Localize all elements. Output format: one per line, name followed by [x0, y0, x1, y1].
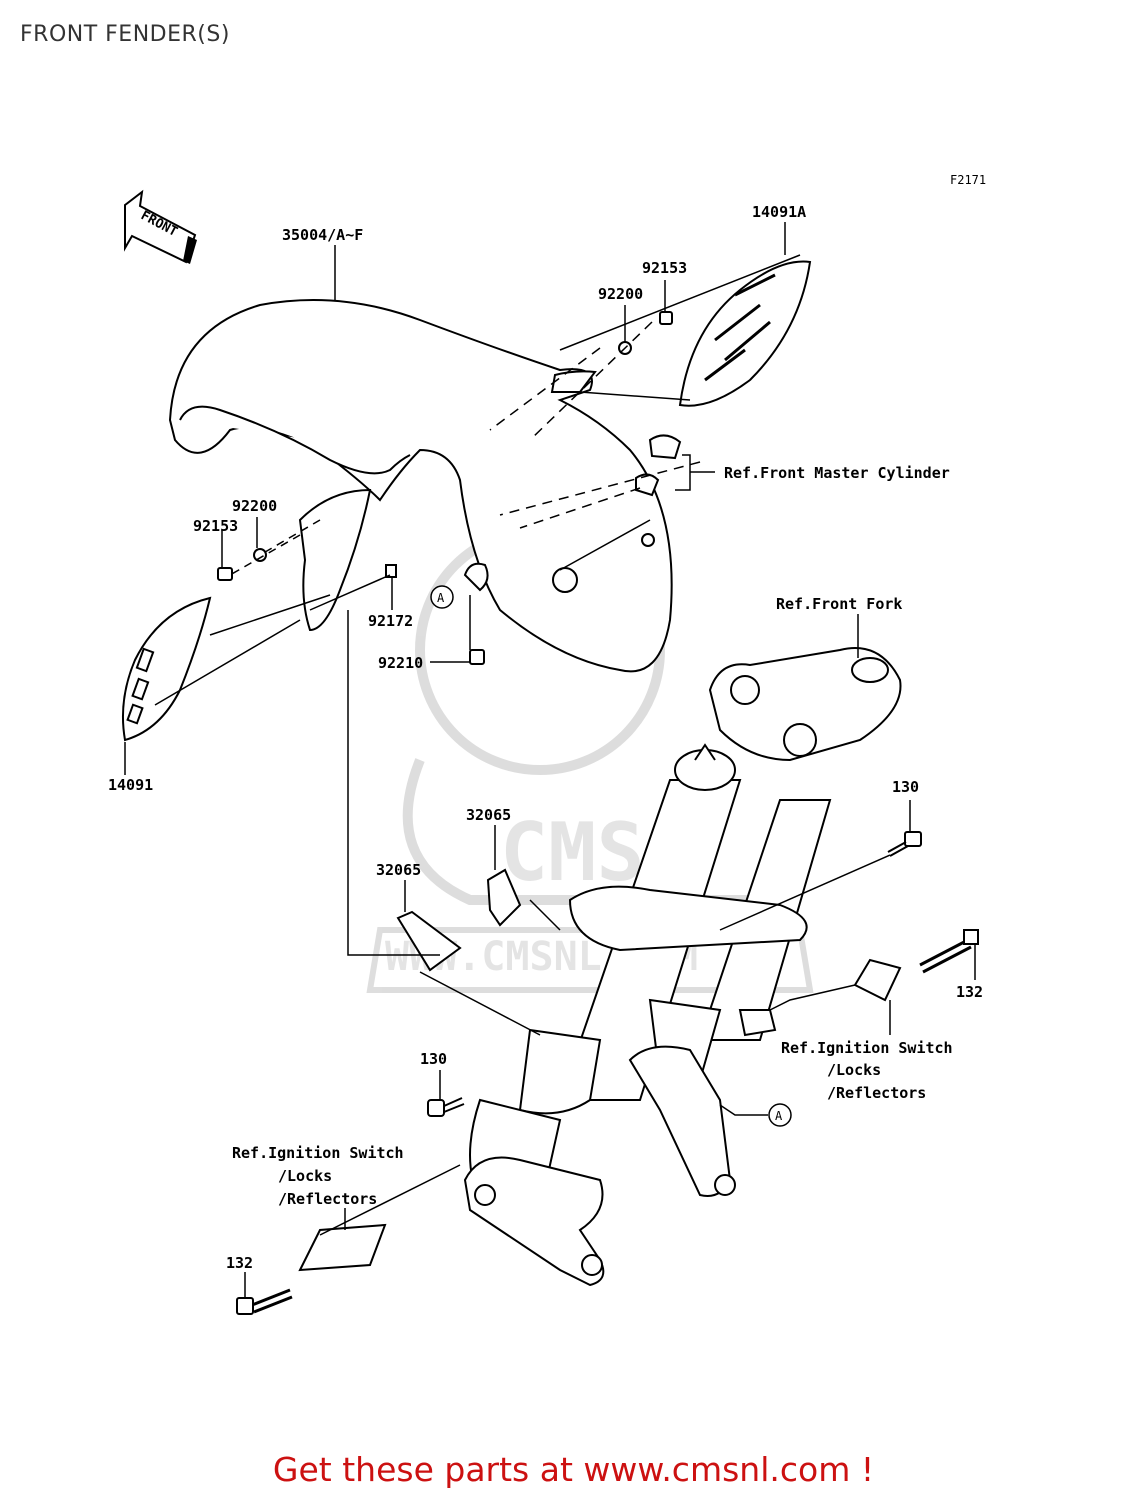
ref-label-ignition-left-1: Ref.Ignition Switch: [232, 1144, 404, 1162]
part-label-132-right: 132: [956, 983, 983, 1001]
part-label-35004: 35004/A~F: [282, 226, 363, 244]
callout-a-right: A: [768, 1103, 792, 1127]
front-direction-arrow: [124, 189, 197, 264]
front-fender: [168, 299, 673, 673]
part-label-92153-left: 92153: [193, 517, 238, 535]
leader-lines: [124, 222, 976, 1298]
ref-label-ignition-left-2: /Locks: [278, 1167, 332, 1185]
ref-label-master-cylinder: Ref.Front Master Cylinder: [724, 464, 950, 482]
callout-a-right-label: A: [775, 1109, 783, 1123]
part-label-32065-upper: 32065: [466, 806, 511, 824]
fender-bracket-left: [298, 488, 372, 632]
side-cover-right: [678, 260, 812, 407]
part-label-130-left: 130: [420, 1050, 447, 1068]
ref-label-ignition-right-3: /Reflectors: [827, 1084, 926, 1102]
part-label-92210: 92210: [378, 654, 423, 672]
ref-label-ignition-right-1: Ref.Ignition Switch: [781, 1039, 953, 1057]
ref-label-ignition-right-2: /Locks: [827, 1061, 881, 1079]
ref-label-ignition-left-3: /Reflectors: [278, 1190, 377, 1208]
part-label-92153-top: 92153: [642, 259, 687, 277]
figure-code: F2171: [950, 173, 986, 187]
watermark-logo-text: CMS: [500, 806, 645, 899]
part-label-32065-lower: 32065: [376, 861, 421, 879]
part-label-132-left: 132: [226, 1254, 253, 1272]
front-fork: [463, 647, 902, 1287]
ref-label-front-fork: Ref.Front Fork: [776, 595, 902, 613]
part-label-130-right: 130: [892, 778, 919, 796]
page-title: FRONT FENDER(S): [20, 22, 230, 47]
footer-parts-link[interactable]: Get these parts at www.cmsnl.com !: [272, 1450, 875, 1489]
side-cover-left: [121, 596, 212, 742]
parts-diagram: CMS WWW.CMSNL.COM FRONT F2171: [108, 173, 986, 1315]
part-label-14091a: 14091A: [752, 203, 806, 221]
fasteners: [217, 311, 979, 1315]
callout-a-left: A: [430, 585, 454, 609]
part-label-92172: 92172: [368, 612, 413, 630]
part-label-14091: 14091: [108, 776, 153, 794]
part-label-92200-top: 92200: [598, 285, 643, 303]
part-label-92200-left: 92200: [232, 497, 277, 515]
callout-a-left-label: A: [437, 591, 445, 605]
